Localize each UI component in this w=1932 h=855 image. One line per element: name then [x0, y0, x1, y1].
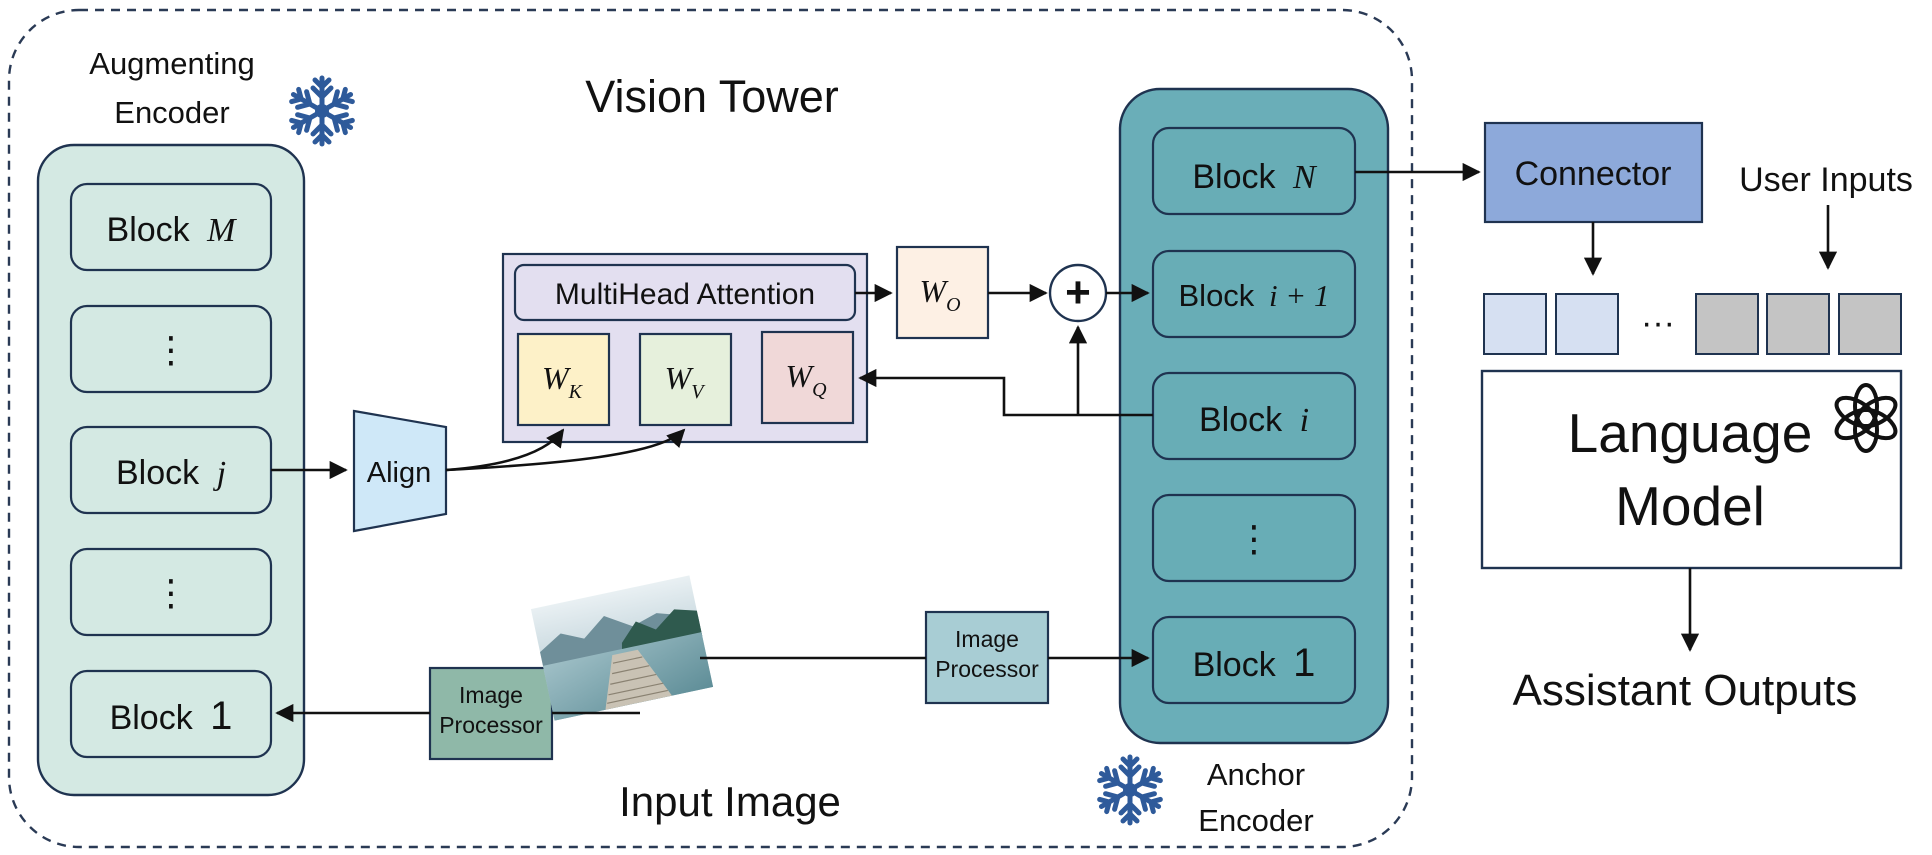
svg-text:WQ: WQ — [785, 358, 827, 401]
augmenting-encoder-title-line1: Augmenting — [89, 46, 254, 81]
anchor-block-i-plus-1: Block i + 1 — [1151, 249, 1357, 339]
connector-label: Connector — [1515, 155, 1672, 193]
connector-box: Connector — [1483, 121, 1704, 224]
augmenting-encoder: Augmenting Encoder Block M ⋮ Block j ⋮ — [36, 46, 306, 797]
aug-block-dots-top: ⋮ — [69, 304, 273, 394]
augmenting-encoder-title-line2: Encoder — [114, 95, 229, 130]
aug-block-j: Block j — [69, 425, 273, 515]
aug-block-1: Block 1 — [69, 669, 273, 759]
anchor-block-1: Block 1 — [1151, 615, 1357, 705]
svg-text:Block N: Block N — [1192, 158, 1318, 196]
assistant-outputs-label: Assistant Outputs — [1513, 666, 1858, 715]
image-processor-left-line2: Processor — [439, 712, 543, 738]
snowflake-icon — [1097, 757, 1163, 823]
text-token — [1555, 293, 1619, 355]
anchor-block-n: Block N — [1151, 126, 1357, 216]
add-node: + — [1048, 263, 1108, 323]
connections — [271, 162, 1838, 723]
wv-subscript: V — [691, 381, 706, 403]
openai-logo-icon — [1834, 383, 1898, 453]
svg-text:Block j: Block j — [116, 454, 226, 492]
aug-block-m: Block M — [69, 182, 273, 272]
aug-block-j-index: j — [213, 455, 226, 492]
anchor-block-dots: ⋮ — [1151, 493, 1357, 583]
wq-box: WQ — [760, 330, 855, 425]
aug-block-1-word: Block — [110, 699, 194, 737]
aug-block-m-index: M — [206, 212, 237, 249]
svg-text:Block M: Block M — [107, 211, 238, 249]
aug-block-dots-bottom: ⋮ — [69, 547, 273, 637]
wk-base: W — [542, 360, 572, 396]
user-inputs-label: User Inputs — [1739, 161, 1913, 199]
wq-base: W — [785, 358, 815, 394]
anchor-block-ellipsis: ⋮ — [1236, 518, 1272, 559]
language-model-box: Language Model — [1480, 369, 1903, 570]
arrow-block-i-to-wq — [858, 368, 1153, 417]
wk-box: WK — [516, 332, 611, 427]
snowflake-icon — [289, 75, 355, 144]
wq-subscript: Q — [812, 379, 827, 401]
anchor-block-n-word: Block — [1192, 158, 1276, 196]
wk-subscript: K — [568, 381, 584, 403]
aug-block-j-word: Block — [116, 454, 200, 492]
align-label: Align — [367, 457, 432, 489]
anchor-encoder-title-line1: Anchor — [1207, 757, 1305, 792]
aug-block-1-index: 1 — [210, 694, 232, 738]
text-token — [1483, 293, 1547, 355]
vision-tower-region — [7, 8, 1414, 849]
image-processor-right: Image Processor — [924, 610, 1050, 705]
wo-box: WO — [895, 245, 990, 340]
image-processor-right-line1: Image — [955, 626, 1019, 652]
wv-base: W — [665, 360, 695, 396]
aug-block-ellipsis-bottom: ⋮ — [153, 572, 189, 613]
svg-text:Block 1: Block 1 — [110, 694, 233, 738]
user-token — [1838, 293, 1902, 355]
user-token — [1766, 293, 1830, 355]
anchor-block-i-plus-1-index: i + 1 — [1269, 278, 1330, 313]
user-token — [1695, 293, 1759, 355]
svg-text:Block i: Block i — [1199, 401, 1309, 439]
anchor-encoder-title-line2: Encoder — [1198, 803, 1313, 838]
multihead-attention-label: MultiHead Attention — [555, 278, 815, 311]
wo-subscript: O — [946, 294, 960, 316]
image-processor-left: Image Processor — [428, 666, 554, 761]
anchor-block-1-word: Block — [1193, 646, 1277, 684]
svg-text:Block i + 1: Block i + 1 — [1179, 278, 1330, 313]
vision-tower-title: Vision Tower — [585, 71, 838, 122]
anchor-block-1-index: 1 — [1293, 641, 1315, 685]
anchor-block-n-index: N — [1292, 159, 1318, 196]
input-image-label: Input Image — [619, 778, 841, 825]
anchor-block-i-index: i — [1300, 402, 1309, 439]
language-model-line1: Language — [1568, 402, 1813, 464]
aug-block-m-word: Block — [107, 211, 191, 249]
image-processor-right-line2: Processor — [935, 656, 1039, 682]
anchor-encoder: Block N Block i + 1 Block i ⋮ Block — [1118, 87, 1390, 838]
wo-base: W — [919, 273, 949, 309]
aug-block-ellipsis-top: ⋮ — [153, 329, 189, 370]
anchor-block-i: Block i — [1151, 371, 1357, 461]
lake-photo — [530, 575, 714, 721]
anchor-block-i-plus-1-word: Block — [1179, 278, 1255, 313]
svg-text:WO: WO — [919, 273, 960, 316]
wv-box: WV — [638, 332, 733, 427]
align-module: Align — [352, 409, 448, 533]
svg-text:Block 1: Block 1 — [1193, 641, 1316, 685]
language-model-line2: Model — [1615, 475, 1765, 537]
token-ellipsis: ··· — [1641, 304, 1675, 342]
attention-module: MultiHead Attention WK WV WQ — [501, 252, 869, 444]
svg-text:WK: WK — [542, 360, 584, 403]
add-symbol: + — [1065, 268, 1091, 317]
image-processor-left-line1: Image — [459, 682, 523, 708]
arrow-align-to-wv — [445, 428, 686, 472]
token-sequence: ··· — [1483, 293, 1902, 355]
svg-text:WV: WV — [665, 360, 707, 403]
anchor-block-i-word: Block — [1199, 401, 1283, 439]
